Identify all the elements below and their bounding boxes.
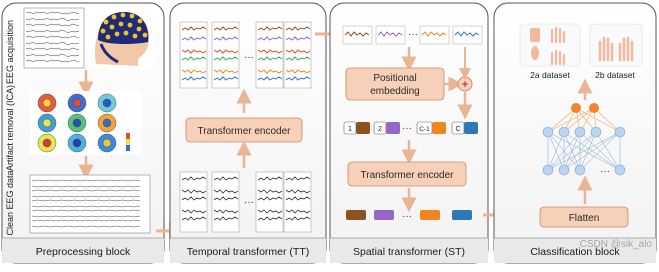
right-hand-icon — [550, 49, 566, 66]
tt-bottom-ellipsis: ··· — [244, 197, 254, 208]
st-tokens: 1 2 ··· C-1 C — [343, 121, 478, 135]
st-strip-ellipsis: ··· — [408, 29, 418, 40]
left-hand-icon — [550, 26, 566, 44]
classification-panel-label: Classification block — [530, 246, 620, 258]
st-positional-label-2: embedding — [370, 86, 419, 97]
flatten-box — [539, 206, 629, 228]
tt-output-segments: ··· — [179, 21, 312, 89]
temporal-panel-label: Temporal transformer (TT) — [187, 246, 310, 258]
tt-input-segments: ··· — [179, 171, 312, 233]
tt-top-ellipsis: ··· — [244, 52, 254, 63]
dataset-2b-icons — [589, 23, 643, 67]
step-clean-eeg: Clean EEG data — [5, 170, 15, 235]
token-c-1-index: C-1 — [419, 126, 430, 133]
token-c-index: C — [455, 126, 460, 133]
classification-panel: Classification block 2a dataset 2b datas… — [493, 2, 657, 264]
nn-ellipsis: ··· — [600, 166, 610, 177]
ica-topomaps — [30, 91, 142, 155]
st-channel-strips: ··· — [342, 25, 483, 45]
dataset-2a-label: 2a dataset — [530, 70, 570, 80]
foot-icon — [531, 46, 539, 60]
st-positional-label-1: Positional — [373, 73, 416, 84]
st-transformer-encoder-label: Transformer encoder — [361, 170, 455, 181]
st-token-ellipsis: ··· — [402, 123, 412, 134]
dataset-2a-icons — [519, 23, 581, 67]
temporal-panel: Temporal transformer (TT) ··· Transforme… — [169, 2, 327, 264]
clean-eeg-image — [29, 174, 151, 234]
token-2-index: 2 — [378, 126, 382, 133]
raw-eeg-image — [23, 7, 85, 69]
left-hand-2b-icon — [598, 36, 614, 62]
spatial-panel-label: Spatial transformer (ST) — [353, 246, 465, 258]
tt-transformer-encoder-label: Transformer encoder — [198, 126, 292, 137]
token-1-index: 1 — [348, 126, 352, 133]
preprocessing-panel-footer — [2, 238, 164, 263]
step-artifact-removal: Artifact removal (ICA) — [5, 85, 15, 171]
preprocessing-panel-label: Preprocessing block — [36, 246, 131, 258]
preprocessing-panel: Preprocessing block EEG acquisition Arti… — [1, 2, 165, 264]
right-hand-2b-icon — [618, 36, 634, 62]
st-output-tokens: ··· — [346, 210, 472, 222]
st-transformer-encoder-box — [347, 161, 467, 187]
dataset-2b-label: 2b dataset — [595, 70, 635, 80]
tongue-icon — [530, 28, 540, 42]
spatial-panel: Spatial transformer (ST) ··· Positional … — [329, 2, 489, 264]
st-output-ellipsis: ··· — [402, 211, 412, 222]
eeg-cap-head-icon — [88, 6, 154, 68]
st-add-symbol: + — [462, 79, 468, 91]
step-eeg-acquisition: EEG acquisition — [5, 20, 15, 84]
flatten-label: Flatten — [569, 213, 600, 224]
neural-network-icon: ··· — [542, 103, 626, 177]
watermark: CSDN @sik_alo — [580, 239, 653, 250]
